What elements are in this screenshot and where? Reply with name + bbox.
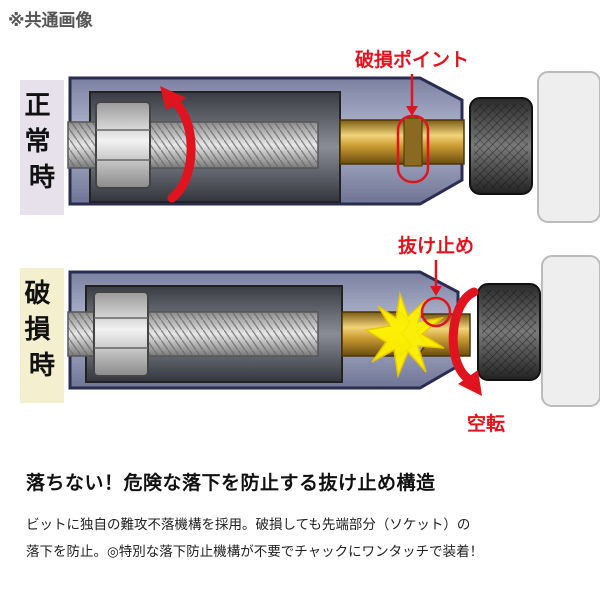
anti-drop-diagram: 正 常 時 破損ポイント [20,48,600,435]
broken-label: 破 損 時 [24,279,59,381]
rotation-arrow-icon [160,86,196,203]
bit-groove [403,117,423,167]
break-burst-icon [363,291,445,379]
idle-spin-arrow-icon [448,287,482,396]
hex-nut-broken [93,291,149,377]
description: ビットに独自の難攻不落機構を採用。破損しても先端部分（ソケット）の 落下を防止。… [26,512,586,566]
broken-state-panel: 破 損 時 抜け止め 空転 [20,234,600,435]
headline: 落ちない！危険な落下を防止する抜け止め構造 [26,472,436,494]
breaking-point-marker [396,114,430,184]
normal-label: 正 常 時 [24,91,59,193]
description-line-2: 落下を防止。◎特別な落下防止機構が不要でチャックにワンタッチで装着！ [26,544,484,560]
retention-marker [420,296,452,328]
retention-callout: 抜け止め [398,234,474,257]
normal-state-panel: 正 常 時 破損ポイント [20,48,600,223]
shared-image-note: ※共通画像 [8,11,93,31]
chuck-housing-broken [541,255,600,407]
hex-nut [95,101,151,189]
normal-label-panel [20,80,64,215]
chuck-housing [537,71,600,223]
idle-spin-callout: 空転 [467,412,505,435]
description-line-1: ビットに独自の難攻不落機構を採用。破損しても先端部分（ソケット）の [26,517,471,533]
breaking-point-callout: 破損ポイント [355,48,469,71]
gold-bit [339,119,465,165]
broken-label-panel [20,268,64,403]
